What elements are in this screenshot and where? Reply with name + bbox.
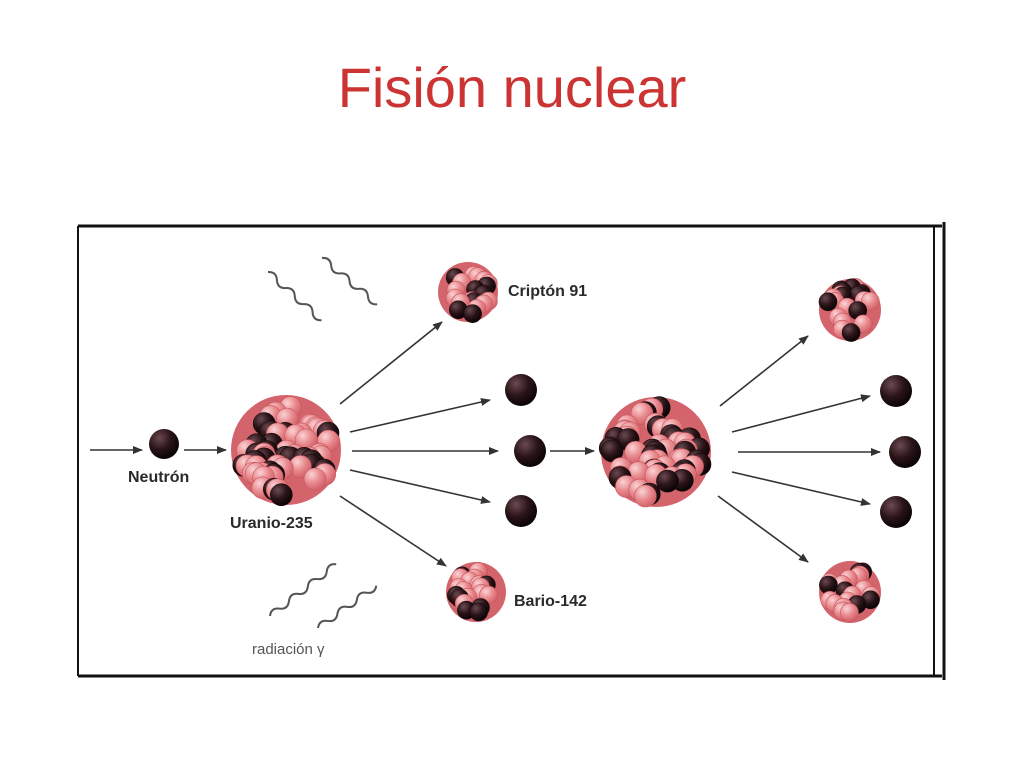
- nucleon-neutron: [818, 292, 838, 312]
- neutron-ball: [505, 495, 537, 527]
- neutron-ball: [889, 436, 921, 468]
- gamma-waves: [267, 256, 378, 629]
- uranium-235-nucleus: [231, 395, 341, 507]
- neutron: [505, 495, 537, 527]
- barium-label: Bario-142: [514, 593, 587, 610]
- neutrons: [149, 374, 921, 528]
- nucleon-proton: [840, 602, 859, 622]
- neutron: [880, 496, 912, 528]
- page-title: Fisión nuclear: [337, 56, 687, 119]
- arrow: [731, 471, 871, 506]
- neutron-ball: [880, 375, 912, 407]
- gamma-wave: [317, 585, 378, 629]
- barium-142-nucleus: [446, 562, 506, 622]
- uranium-label: Uranio-235: [230, 515, 313, 532]
- arrow: [719, 335, 809, 407]
- krypton-label: Criptón 91: [508, 283, 587, 300]
- nucleon-neutron: [656, 469, 679, 493]
- nucleon-neutron: [269, 483, 293, 507]
- neutron: [880, 375, 912, 407]
- arrow: [731, 394, 871, 433]
- arrow: [349, 469, 491, 504]
- arrow: [349, 398, 491, 433]
- arrow: [339, 495, 447, 567]
- neutron-label: Neutrón: [128, 469, 189, 486]
- neutron: [505, 374, 537, 406]
- neutron-ball: [149, 429, 179, 459]
- nucleon-proton: [860, 291, 880, 311]
- nucleon-proton: [634, 484, 657, 508]
- gamma-wave: [321, 256, 378, 306]
- neutron-ball: [505, 374, 537, 406]
- arrows: [90, 321, 881, 567]
- arrow: [717, 495, 809, 563]
- krypton-91-nucleus: [438, 262, 498, 324]
- nucleon-neutron: [841, 323, 861, 342]
- nucleon-neutron: [469, 602, 489, 622]
- arrow: [339, 321, 443, 405]
- neutron-ball: [514, 435, 546, 467]
- gamma-wave: [269, 563, 337, 617]
- neutron-ball: [880, 496, 912, 528]
- nucleon-neutron: [463, 304, 482, 324]
- fission-fragment-nucleus: [819, 561, 881, 623]
- gamma-wave: [267, 270, 322, 322]
- diagram-frame: [77, 222, 946, 680]
- neutron: [889, 436, 921, 468]
- neutron: [149, 429, 179, 459]
- fission-fragment-nucleus: [818, 278, 881, 342]
- neutron: [514, 435, 546, 467]
- uranium-235-nucleus-second: [598, 396, 712, 508]
- radiation-label: radiación γ: [252, 641, 325, 658]
- nucleon-proton: [303, 467, 327, 491]
